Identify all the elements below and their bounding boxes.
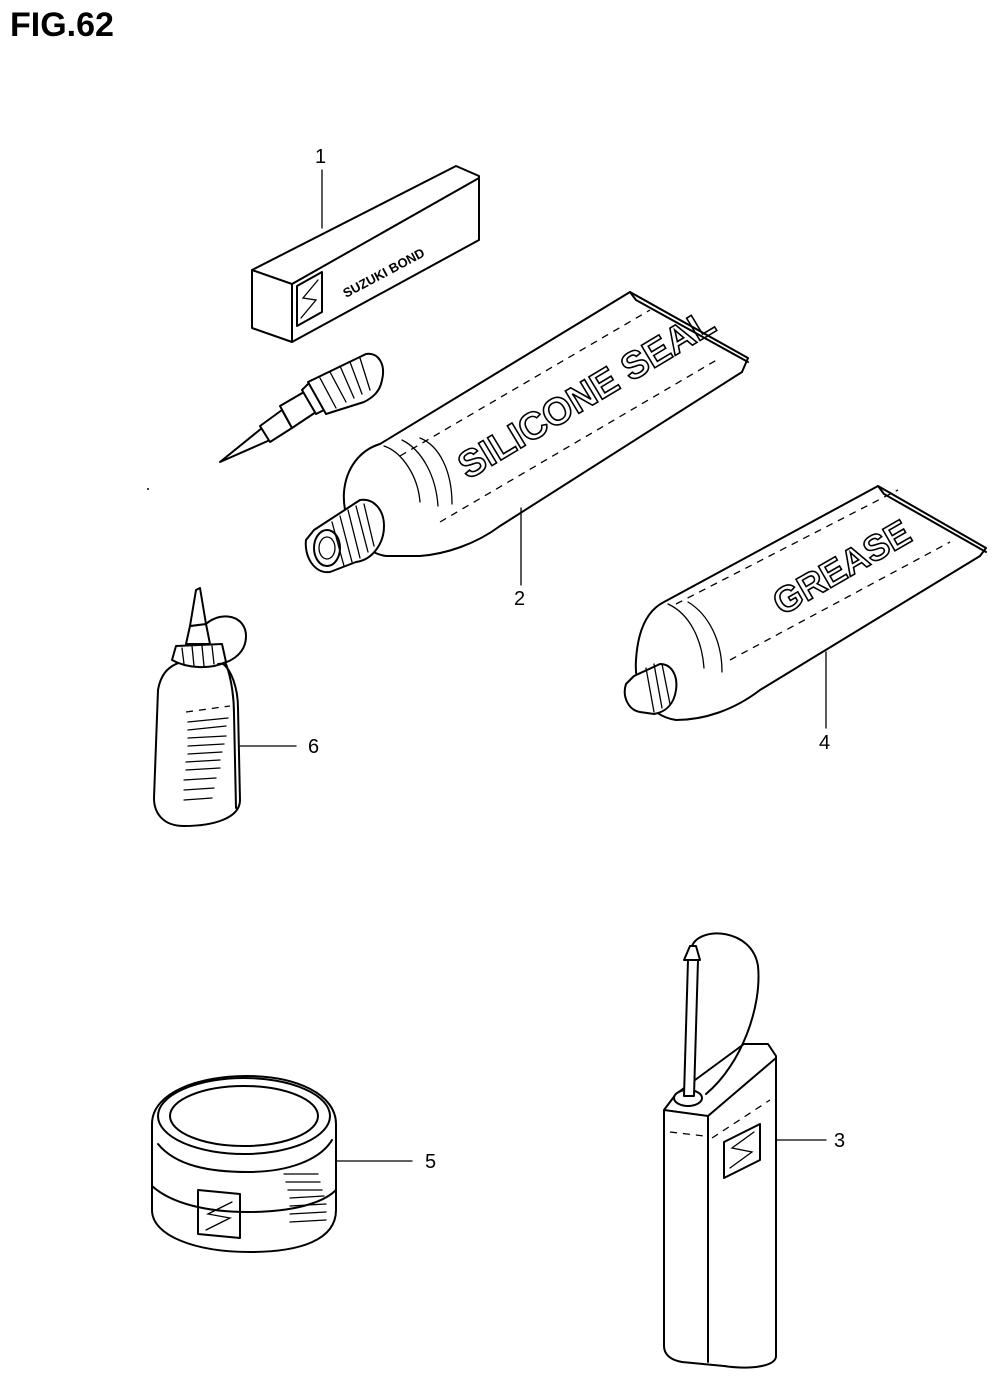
callout-4: 4	[819, 732, 831, 754]
suzuki-logo-icon	[296, 271, 323, 327]
part-4-grease-tube: GREASE	[623, 485, 987, 729]
suzuki-logo-icon	[723, 1123, 761, 1179]
part-6-oil-bottle	[153, 587, 297, 827]
callout-5: 5	[425, 1151, 437, 1173]
figure-title: FIG.62	[10, 6, 114, 44]
part-2-silicone-tube: SILICONE SEAL	[304, 291, 749, 586]
part-5-can	[151, 1075, 413, 1253]
nozzle	[219, 352, 384, 463]
part-3-oil-can	[663, 932, 827, 1369]
part-1-bond-box: SUZUKI BOND	[251, 165, 480, 343]
suzuki-logo-icon	[197, 1189, 241, 1239]
callout-6: 6	[308, 736, 320, 758]
callout-1: 1	[315, 146, 327, 168]
callout-2: 2	[514, 588, 526, 610]
callout-3: 3	[834, 1130, 846, 1152]
